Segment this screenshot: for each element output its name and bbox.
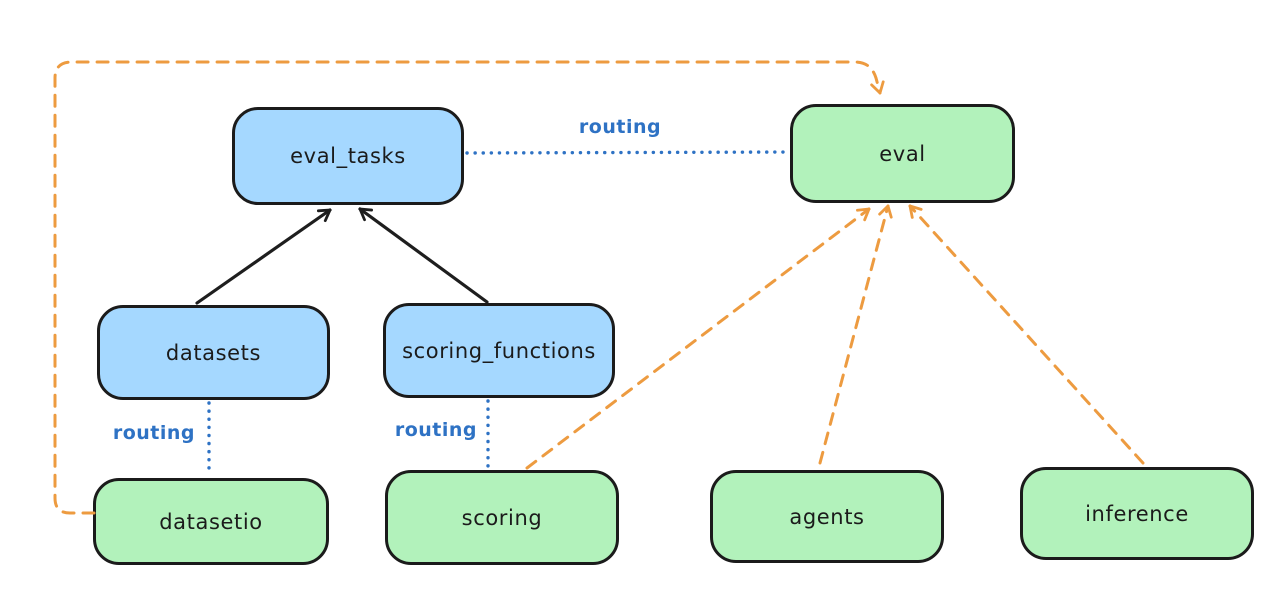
node-datasetio: datasetio (93, 478, 329, 565)
edge-agents-to-eval-arrow (818, 204, 893, 465)
node-scoring-functions-label: scoring_functions (402, 338, 596, 363)
node-datasetio-label: datasetio (159, 509, 263, 534)
edge-label-routing-scoring: routing (394, 419, 477, 441)
node-inference-label: inference (1085, 501, 1189, 526)
edge-datasetio-to-eval-loop-arrow (53, 60, 885, 515)
node-eval: eval (790, 104, 1015, 203)
node-inference: inference (1020, 467, 1254, 560)
node-scoring-functions: scoring_functions (383, 303, 615, 398)
node-datasets-label: datasets (165, 340, 262, 365)
node-scoring-label: scoring (461, 505, 543, 530)
edge-eval-tasks-to-eval-dotted (465, 150, 790, 155)
node-eval-tasks-label: eval_tasks (290, 144, 406, 168)
edge-label-routing-top: routing (578, 116, 662, 138)
node-eval-label: eval (879, 141, 926, 166)
edge-inference-to-eval-arrow (908, 204, 1145, 465)
node-agents-label: agents (789, 504, 865, 529)
node-agents: agents (710, 470, 944, 563)
node-eval-tasks: eval_tasks (232, 107, 464, 205)
edge-label-routing-datasets: routing (112, 422, 195, 444)
node-datasets: datasets (97, 305, 330, 400)
edge-scoring-functions-to-eval-tasks-arrow (358, 207, 489, 304)
node-scoring: scoring (385, 470, 619, 565)
edge-datasets-to-eval-tasks-arrow (195, 208, 332, 305)
